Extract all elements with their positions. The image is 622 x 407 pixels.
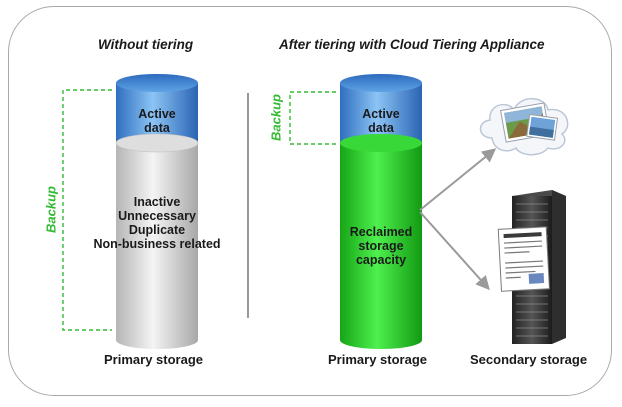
right-backup-label: Backup: [268, 94, 284, 141]
cloud-with-photos-icon: [479, 98, 569, 156]
left-backup-label: Backup: [43, 186, 59, 233]
left-cylinder: [115, 74, 199, 349]
diagram-frame: [8, 6, 612, 396]
right-cylinder: [340, 74, 422, 349]
left-primary-storage-label: Primary storage: [104, 352, 203, 367]
left-inactive-data-label: Inactive Unnecessary Duplicate Non-busin…: [93, 195, 221, 251]
secondary-storage-label: Secondary storage: [470, 352, 588, 367]
right-heading: After tiering with Cloud Tiering Applian…: [279, 37, 545, 52]
left-active-data-label: Active data: [138, 107, 176, 135]
left-backup-bracket: [62, 89, 112, 331]
right-primary-storage-label: Primary storage: [328, 352, 427, 367]
arrow-to-cloud: [419, 148, 497, 211]
left-heading: Without tiering: [98, 37, 194, 52]
right-active-data-label: Active data: [362, 107, 400, 135]
arrow-to-secondary: [419, 211, 490, 291]
right-backup-bracket: [289, 91, 336, 145]
server-rack-icon: [497, 190, 566, 344]
reclaimed-capacity-label: Reclaimed storage capacity: [349, 225, 413, 267]
